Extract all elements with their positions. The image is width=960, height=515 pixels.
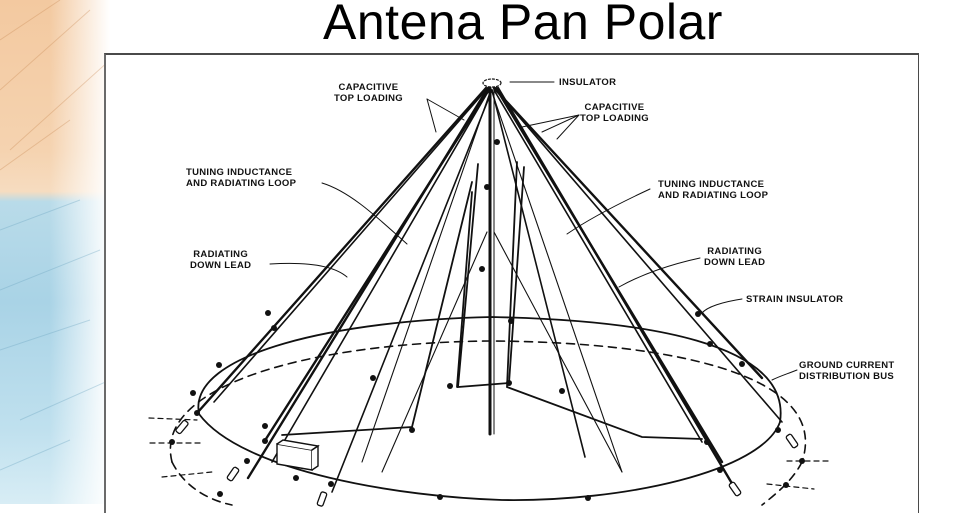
label-insulator: INSULATOR [559, 77, 617, 88]
background-photo-strip [0, 0, 110, 504]
label-line: RADIATING [193, 249, 249, 260]
label-line: TUNING INDUCTANCE [186, 167, 293, 178]
label-tuning-inductance-right: TUNING INDUCTANCE AND RADIATING LOOP [658, 179, 768, 201]
label-tuning-inductance-left: TUNING INDUCTANCE AND RADIATING LOOP [186, 167, 296, 189]
label-radiating-down-lead-left: RADIATING DOWN LEAD [190, 249, 251, 271]
label-line: DOWN LEAD [190, 260, 252, 271]
umbrella-antenna-diagram [148, 78, 833, 507]
label-line: RADIATING [707, 246, 763, 257]
label-line: GROUND CURRENT [799, 360, 895, 371]
label-line: CAPACITIVE [338, 82, 399, 93]
label-line: AND RADIATING LOOP [658, 190, 769, 201]
label-line: TOP LOADING [580, 113, 649, 124]
label-line: TUNING INDUCTANCE [658, 179, 765, 190]
slide-title: Antena Pan Polar [323, 0, 723, 50]
label-radiating-down-lead-right: RADIATING DOWN LEAD [704, 246, 765, 268]
label-ground-current-distribution-bus: GROUND CURRENT DISTRIBUTION BUS [799, 360, 895, 382]
background-texture [0, 0, 110, 471]
label-line: CAPACITIVE [584, 102, 645, 113]
diagram-frame: CAPACITIVE TOP LOADING INSULATOR CAPACIT… [104, 53, 919, 513]
label-line: DOWN LEAD [704, 257, 766, 268]
label-capacitive-top-loading-left: CAPACITIVE TOP LOADING [334, 82, 403, 104]
label-line: TOP LOADING [334, 93, 403, 104]
label-strain-insulator: STRAIN INSULATOR [746, 294, 844, 305]
label-capacitive-top-loading-right: CAPACITIVE TOP LOADING [580, 102, 649, 124]
label-line: DISTRIBUTION BUS [799, 371, 895, 382]
label-line: AND RADIATING LOOP [186, 178, 297, 189]
